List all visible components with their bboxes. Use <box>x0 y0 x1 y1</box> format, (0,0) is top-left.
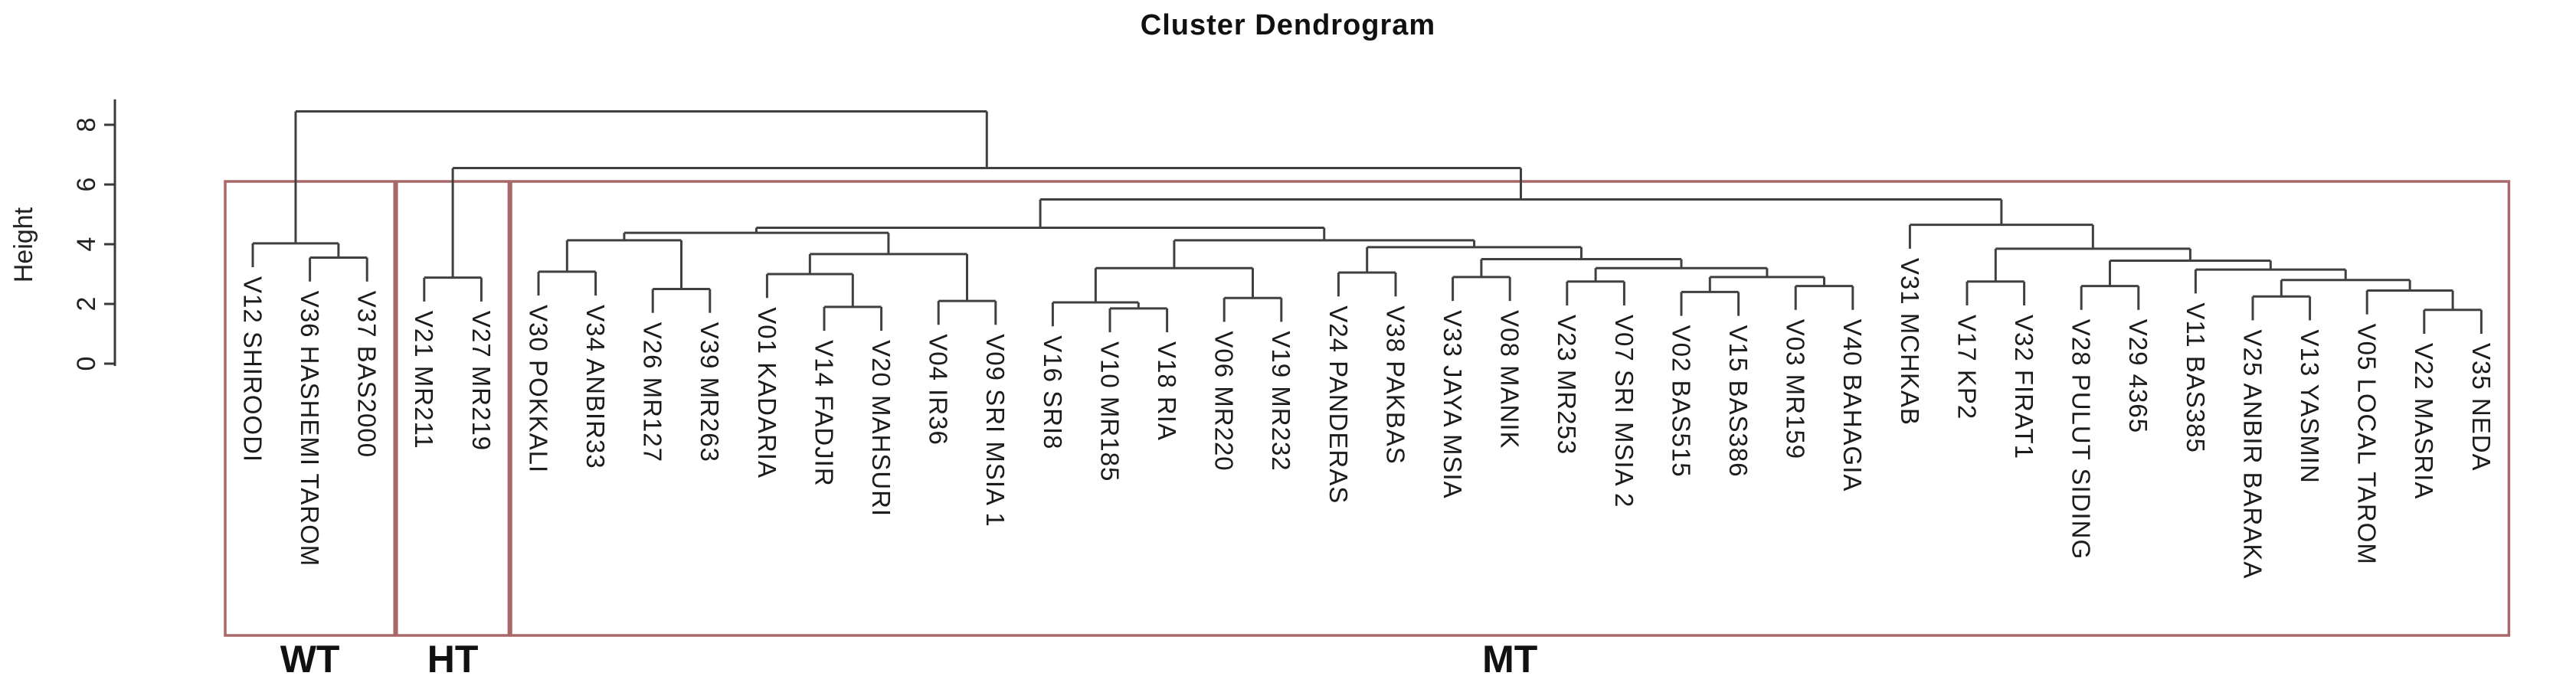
leaf-label: V22 MASRIA <box>2410 343 2438 499</box>
leaf-label: V02 BAS515 <box>1667 325 1695 478</box>
leaf-label: V40 BAHAGIA <box>1838 319 1867 492</box>
leaf-label: V31 MCHKAB <box>1896 258 1924 426</box>
leaf-label: V32 FIRAT1 <box>2010 315 2038 459</box>
leaf-label: V35 NEDA <box>2467 343 2496 472</box>
leaf-label: V06 MR220 <box>1210 331 1239 471</box>
y-tick-label-2: 2 <box>72 297 101 312</box>
leaf-label: V33 JAYA MSIA <box>1439 310 1467 499</box>
y-tick-label-0: 0 <box>72 357 101 371</box>
leaf-label: V17 KP2 <box>1952 315 1981 420</box>
leaf-label: V05 LOCAL TAROM <box>2353 324 2381 565</box>
leaf-label: V03 MR159 <box>1782 319 1810 459</box>
leaf-label: V37 BAS2000 <box>353 291 381 458</box>
leaf-label: V27 MR219 <box>467 311 496 451</box>
leaf-label: V08 MANIK <box>1496 310 1524 449</box>
leaf-label: V14 FADJIR <box>810 340 838 487</box>
leaf-label: V16 SRI8 <box>1039 335 1067 449</box>
leaf-label: V20 MAHSURI <box>867 340 895 517</box>
leaf-label: V13 YASMIN <box>2296 329 2324 483</box>
group-label-ht: HT <box>427 638 479 676</box>
leaf-label: V29 4365 <box>2124 319 2152 433</box>
leaf-label: V25 ANBIR BARAKA <box>2238 329 2267 579</box>
group-label-mt: MT <box>1482 638 1537 676</box>
leaf-label: V34 ANBIR33 <box>581 305 610 469</box>
cluster-box-wt <box>224 180 396 637</box>
leaf-label: V36 HASHEMI TAROM <box>296 291 324 567</box>
cluster-box-mt <box>509 180 2511 637</box>
leaf-label: V04 IR36 <box>925 334 953 446</box>
leaf-label: V19 MR232 <box>1267 331 1295 471</box>
y-tick-label-8: 8 <box>72 118 101 132</box>
leaf-label: V11 BAS385 <box>2182 302 2210 453</box>
leaf-label: V39 MR263 <box>696 322 724 462</box>
y-tick-label-4: 4 <box>72 237 101 252</box>
leaf-label: V38 PAKBAS <box>1381 305 1409 465</box>
leaf-label: V12 SHIROODI <box>238 276 267 462</box>
y-axis-label: Height <box>9 207 38 282</box>
group-label-wt: WT <box>280 638 340 676</box>
leaf-label: V07 SRI MSIA 2 <box>1610 315 1638 508</box>
leaf-label: V30 POKKALI <box>524 305 552 473</box>
leaf-label: V21 MR211 <box>410 311 438 449</box>
leaf-label: V09 SRI MSIA 1 <box>981 334 1010 527</box>
leaf-label: V24 PANDERAS <box>1324 305 1353 504</box>
chart-title: Cluster Dendrogram <box>1140 9 1436 41</box>
leaf-label: V23 MR253 <box>1553 315 1581 455</box>
leaf-label: V01 KADARIA <box>753 307 781 478</box>
leaf-label: V28 PULUT SIDING <box>2067 319 2096 560</box>
leaf-label: V10 MR185 <box>1095 341 1124 482</box>
y-tick-label-6: 6 <box>72 178 101 192</box>
leaf-label: V15 BAS386 <box>1724 325 1753 478</box>
leaf-label: V26 MR127 <box>639 322 667 462</box>
leaf-label: V18 RIA <box>1153 341 1181 441</box>
